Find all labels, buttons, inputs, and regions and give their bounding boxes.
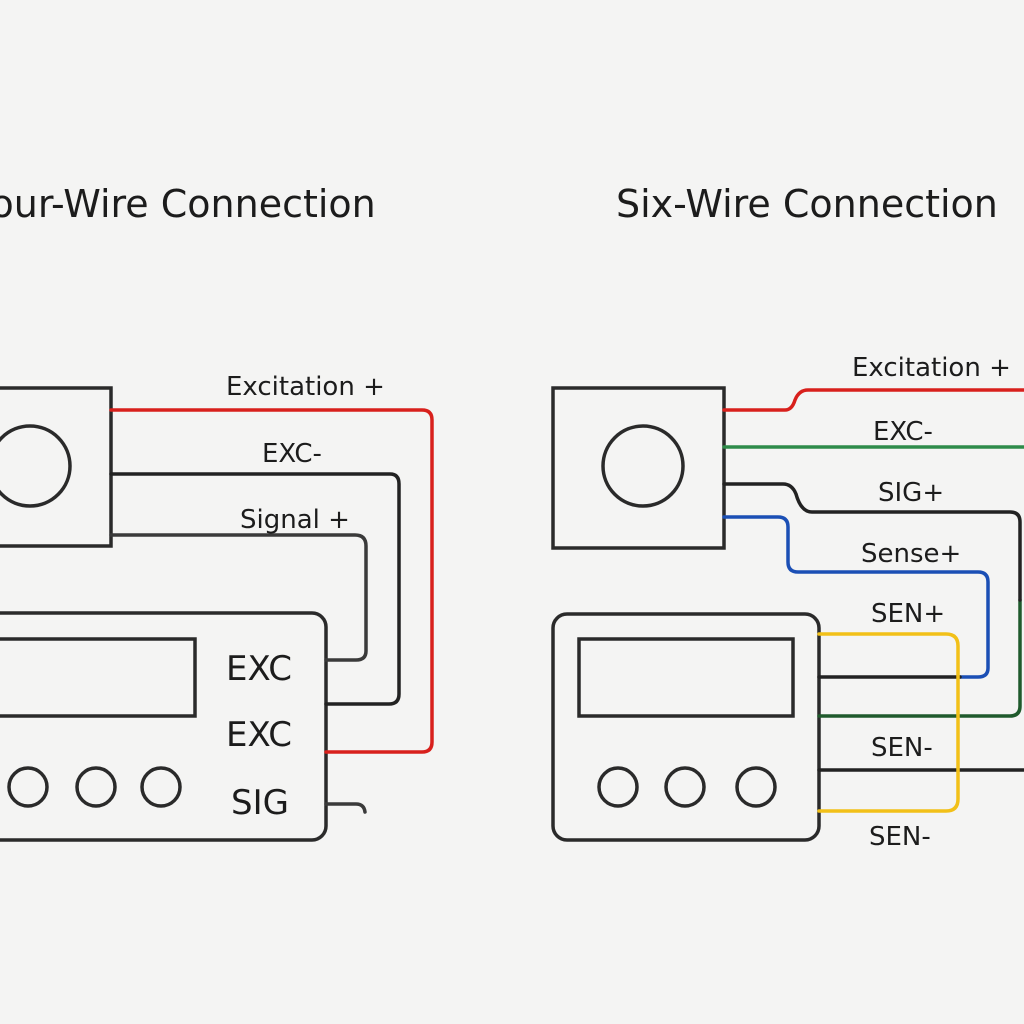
six-wire-diagram: Excitation + EXC- SIG+ Sense+ SEN+ SEN- …	[551, 353, 1024, 852]
label-excitation-plus-left: Excitation +	[226, 372, 385, 402]
label-signal-plus-left: Signal +	[240, 505, 350, 535]
wire-excitation-plus-right	[722, 388, 1024, 412]
label-exc-minus-right: EXC-	[873, 417, 933, 447]
wire-sense-plus	[722, 515, 990, 679]
terminal-label-exc-2: EXC	[226, 715, 292, 755]
indicator-left-display	[0, 637, 197, 718]
label-sen-plus: SEN+	[871, 599, 945, 629]
indicator-right-button-3	[735, 766, 777, 808]
four-wire-diagram: EXC EXC SIG Excitation + EXC- Signal +	[0, 372, 434, 842]
terminal-label-exc-1: EXC	[226, 649, 292, 689]
indicator-right-button-1	[597, 766, 639, 808]
label-sig-plus-right: SIG+	[878, 478, 944, 508]
indicator-left-button-1	[7, 766, 49, 808]
label-excitation-plus-right: Excitation +	[852, 353, 1011, 383]
wire-sig-stub	[324, 802, 367, 814]
indicator-right-button-2	[664, 766, 706, 808]
label-sen-minus-2: SEN-	[869, 822, 931, 852]
indicator-left	[0, 611, 328, 842]
load-cell-left-circle	[0, 424, 72, 508]
label-exc-minus-left: EXC-	[262, 439, 322, 469]
label-sen-minus-1: SEN-	[871, 733, 933, 763]
load-cell-left	[0, 386, 113, 548]
wire-sense-loop	[817, 632, 960, 813]
wire-exc-minus	[109, 472, 401, 706]
indicator-right-display	[577, 637, 795, 718]
indicator-right	[551, 612, 821, 842]
terminal-label-sig: SIG	[231, 783, 289, 823]
six-wire-title: Six-Wire Connection	[616, 182, 998, 226]
wire-sig-plus-right	[722, 482, 1022, 602]
wire-exc-minus-return	[817, 598, 1022, 718]
indicator-left-button-3	[140, 766, 182, 808]
four-wire-title: Four-Wire Connection	[0, 182, 376, 226]
indicator-left-button-2	[75, 766, 117, 808]
label-sense-plus: Sense+	[861, 539, 961, 569]
load-cell-right-circle	[601, 424, 685, 508]
load-cell-right	[551, 386, 726, 550]
wire-signal-plus	[109, 533, 368, 662]
wire-excitation-plus	[109, 408, 434, 754]
